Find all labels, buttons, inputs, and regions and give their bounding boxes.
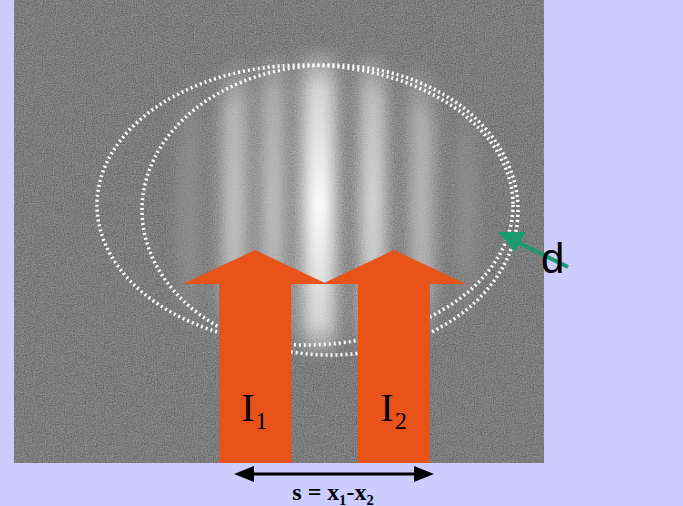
arrow-fill	[183, 250, 327, 463]
photo-ground	[14, 0, 544, 463]
cloud-outline	[142, 65, 518, 355]
beam-label: I₁	[183, 388, 327, 428]
dimension-label: s = x₁-x₂	[292, 480, 373, 504]
cloud-outline	[97, 65, 513, 345]
beam-arrow: I₂	[322, 250, 466, 463]
beam-arrow: I₁	[183, 250, 327, 463]
arrow-shape	[183, 250, 327, 463]
leader-arrowhead	[498, 232, 526, 252]
arrow-shape	[322, 250, 466, 463]
beam-label: I₂	[322, 388, 466, 428]
dimension-label: d	[541, 238, 564, 280]
arrow-fill	[322, 250, 466, 463]
dimension-arrowhead	[234, 466, 254, 482]
dimension-arrowhead	[414, 466, 434, 482]
dimension-line	[252, 473, 416, 476]
